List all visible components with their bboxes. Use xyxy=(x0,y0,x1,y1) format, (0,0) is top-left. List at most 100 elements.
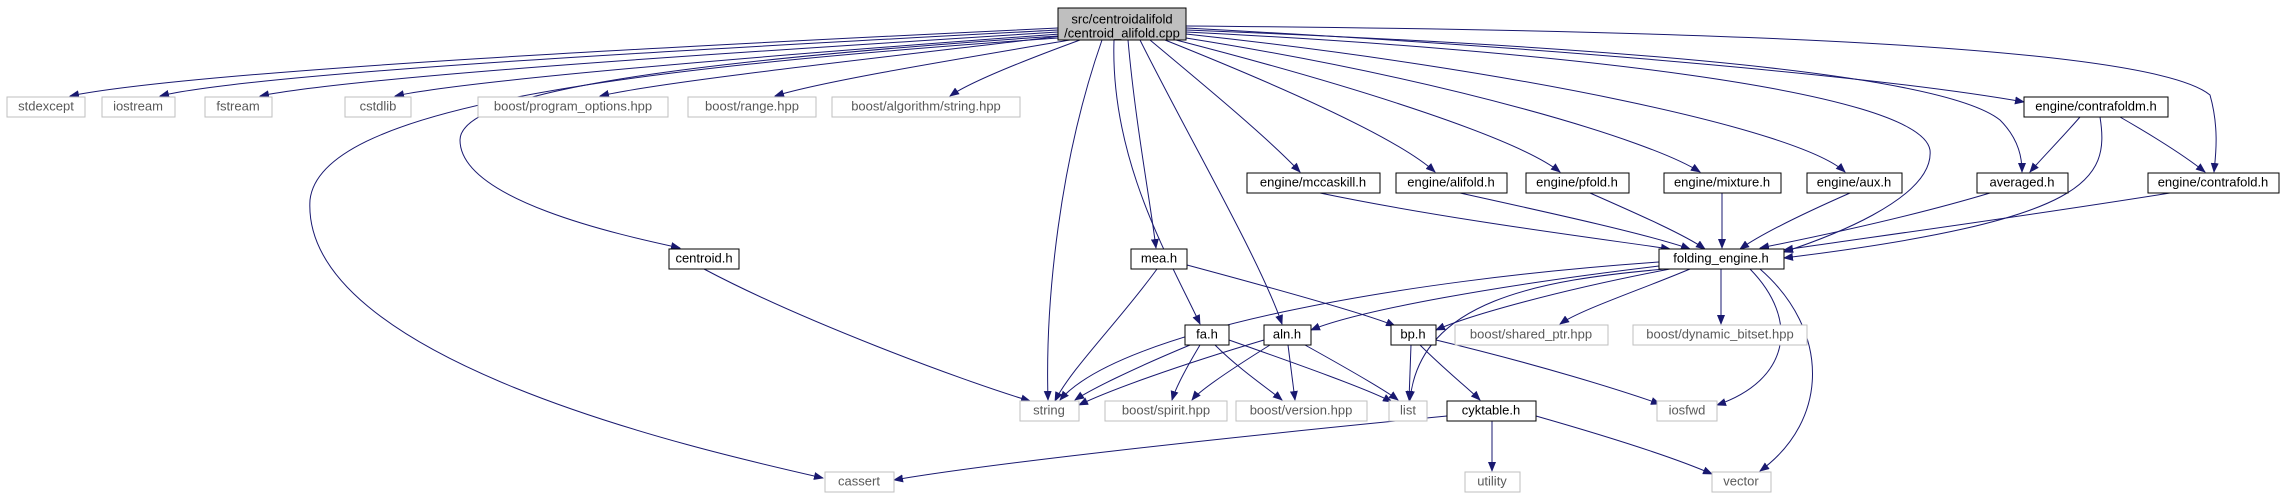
edge-mea-string xyxy=(1054,268,1158,402)
node-cstdlib[interactable]: cstdlib xyxy=(344,96,412,118)
aln-label: aln.h xyxy=(1273,326,1301,341)
edge-root-pfold xyxy=(1175,39,1561,173)
node-boost-shared-ptr[interactable]: boost/shared_ptr.hpp xyxy=(1454,324,1609,346)
edge-root-centroid xyxy=(459,35,1059,251)
edge-fa-list xyxy=(1228,339,1393,403)
edge-folding-string xyxy=(1059,261,1660,401)
algorithm-string-label: boost/algorithm/string.hpp xyxy=(851,98,1001,113)
iostream-label: iostream xyxy=(113,98,163,113)
fstream-label: fstream xyxy=(216,98,259,113)
node-centroid[interactable]: centroid.h xyxy=(668,248,740,270)
node-stdexcept[interactable]: stdexcept xyxy=(6,96,86,118)
node-aln[interactable]: aln.h xyxy=(1263,324,1312,346)
dependency-edges xyxy=(69,25,2219,483)
edge-root-program-options xyxy=(599,35,1063,98)
edge-root-mccaskill xyxy=(1149,39,1301,173)
node-boost-spirit[interactable]: boost/spirit.hpp xyxy=(1104,400,1228,422)
mixture-label: engine/mixture.h xyxy=(1674,174,1770,189)
edge-root-alifold xyxy=(1164,39,1436,173)
mea-label: mea.h xyxy=(1141,250,1177,265)
node-bp[interactable]: bp.h xyxy=(1390,324,1437,346)
edge-root-fa xyxy=(1113,39,1201,325)
version-label: boost/version.hpp xyxy=(1250,402,1353,417)
node-list[interactable]: list xyxy=(1388,400,1428,422)
node-folding-engine[interactable]: folding_engine.h xyxy=(1658,248,1785,270)
spirit-label: boost/spirit.hpp xyxy=(1122,402,1210,417)
edge-aln-string xyxy=(1078,339,1265,406)
edge-centroid-string xyxy=(703,268,1031,403)
edge-root-iostream xyxy=(159,29,1059,98)
node-averaged[interactable]: averaged.h xyxy=(1976,172,2069,194)
node-engine-alifold[interactable]: engine/alifold.h xyxy=(1395,172,1508,194)
node-engine-aux[interactable]: engine/aux.h xyxy=(1806,172,1903,194)
edge-aux-folding xyxy=(1739,192,1851,250)
program-options-label: boost/program_options.hpp xyxy=(494,98,652,113)
edge-folding-bp xyxy=(1435,268,1671,331)
edge-root-algorithm-string xyxy=(949,39,1081,97)
node-fa[interactable]: fa.h xyxy=(1184,324,1230,346)
node-engine-mccaskill[interactable]: engine/mccaskill.h xyxy=(1246,172,1381,194)
cyktable-label: cyktable.h xyxy=(1462,402,1521,417)
edge-contrafoldm-folding xyxy=(1783,116,2103,261)
node-cyktable[interactable]: cyktable.h xyxy=(1446,400,1537,422)
edge-root-mea xyxy=(1127,39,1159,249)
alifold-label: engine/alifold.h xyxy=(1407,174,1494,189)
node-boost-range[interactable]: boost/range.hpp xyxy=(687,96,817,118)
edge-root-averaged xyxy=(1185,29,2026,173)
contrafoldm-label: engine/contrafoldm.h xyxy=(2035,98,2156,113)
dynamic-bitset-label: boost/dynamic_bitset.hpp xyxy=(1646,326,1793,341)
edge-bp-iosfwd xyxy=(1435,339,1661,405)
edge-root-fstream xyxy=(259,31,1059,99)
edge-alifold-folding xyxy=(1459,192,1691,250)
edge-root-stdexcept xyxy=(69,27,1059,99)
edge-contrafoldm-contrafold xyxy=(2119,116,2206,173)
node-utility[interactable]: utility xyxy=(1464,471,1521,493)
edge-averaged-folding xyxy=(1759,192,1991,251)
edge-folding-aln xyxy=(1310,265,1660,331)
node-root-file[interactable]: src/centroidalifold /centroid_alifold.cp… xyxy=(1057,7,1187,41)
edge-mccaskill-folding xyxy=(1319,192,1671,252)
edge-aln-list xyxy=(1304,344,1399,401)
edge-root-aln xyxy=(1139,39,1283,325)
edge-folding-iosfwd xyxy=(1716,268,1782,406)
contrafold-label: engine/contrafold.h xyxy=(2158,174,2269,189)
averaged-label: averaged.h xyxy=(1989,174,2054,189)
node-boost-version[interactable]: boost/version.hpp xyxy=(1235,400,1368,422)
edge-root-folding-engine xyxy=(1185,31,1931,253)
edge-aln-spirit xyxy=(1191,344,1271,401)
node-iostream[interactable]: iostream xyxy=(101,96,176,118)
edge-bp-list xyxy=(1405,344,1414,401)
node-engine-pfold[interactable]: engine/pfold.h xyxy=(1525,172,1630,194)
node-engine-mixture[interactable]: engine/mixture.h xyxy=(1663,172,1782,194)
node-vector[interactable]: vector xyxy=(1711,471,1772,493)
cstdlib-label: cstdlib xyxy=(360,98,397,113)
node-mea[interactable]: mea.h xyxy=(1130,248,1188,270)
node-cassert[interactable]: cassert xyxy=(824,471,895,493)
pfold-label: engine/pfold.h xyxy=(1536,174,1618,189)
node-fstream[interactable]: fstream xyxy=(204,96,273,118)
edge-folding-vector xyxy=(1759,268,1813,472)
edge-root-cassert xyxy=(309,37,1059,480)
bp-label: bp.h xyxy=(1400,326,1425,341)
edge-cyktable-cassert xyxy=(893,415,1448,483)
edge-contrafold-folding xyxy=(1783,192,2171,253)
edge-fa-spirit xyxy=(1170,344,1201,401)
utility-label: utility xyxy=(1477,473,1507,488)
node-boost-dynamic-bitset[interactable]: boost/dynamic_bitset.hpp xyxy=(1632,324,1808,346)
edge-aln-version xyxy=(1287,344,1298,401)
node-engine-contrafoldm[interactable]: engine/contrafoldm.h xyxy=(2023,96,2169,118)
edge-root-mixture xyxy=(1185,37,1701,173)
edge-contrafoldm-averaged xyxy=(2029,116,2081,173)
edge-root-aux xyxy=(1185,33,1846,173)
node-engine-contrafold[interactable]: engine/contrafold.h xyxy=(2147,172,2280,194)
node-iosfwd[interactable]: iosfwd xyxy=(1656,400,1718,422)
file-nodes: src/centroidalifold /centroid_alifold.cp… xyxy=(6,7,2280,493)
edge-root-string xyxy=(1043,39,1103,401)
node-string[interactable]: string xyxy=(1019,400,1080,422)
edge-folding-list xyxy=(1406,268,1666,401)
node-boost-algorithm-string[interactable]: boost/algorithm/string.hpp xyxy=(831,96,1021,118)
string-label: string xyxy=(1033,402,1065,417)
edge-cyktable-vector xyxy=(1535,415,1713,475)
node-boost-program-options[interactable]: boost/program_options.hpp xyxy=(477,96,669,118)
